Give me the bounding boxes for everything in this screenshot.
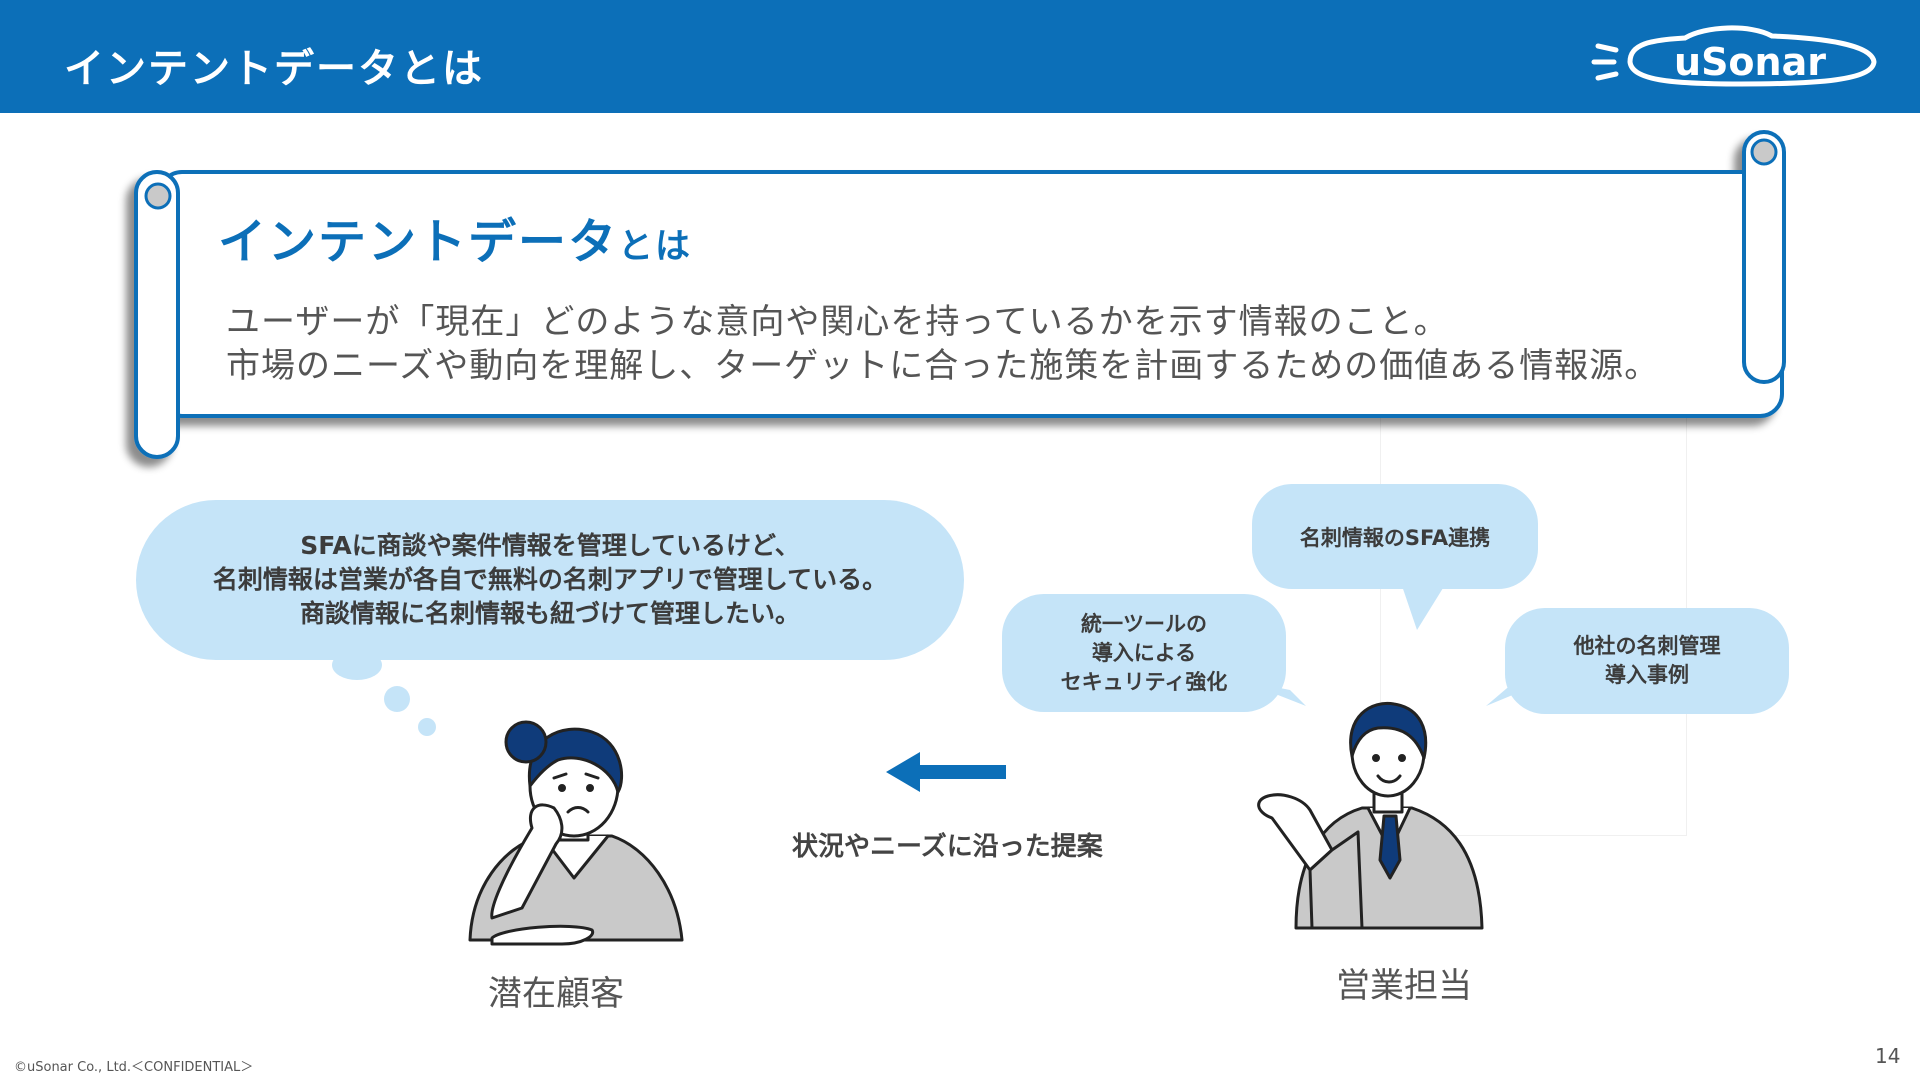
security-line1: 統一ツールの [1081,611,1207,636]
sales-illustration [1257,701,1484,930]
customer-illustration [468,720,684,946]
page-number: 14 [1875,1044,1901,1068]
speech-bubble-case: 他社の名刺管理 導入事例 [1505,608,1789,714]
thought-line3: 商談情報に名刺情報も紐づけて管理したい。 [299,599,800,628]
customer-label: 潜在顧客 [488,974,624,1014]
sales-label: 営業担当 [1336,966,1472,1006]
definition-text-line1: ユーザーが「現在」どのような意向や関心を持っているかを示す情報のこと。 [226,302,1449,342]
thought-dot-small [418,718,436,736]
sfa-line: 名刺情報のSFA連携 [1299,525,1491,550]
security-line2: 導入による [1091,640,1197,665]
case-line2: 導入事例 [1605,663,1689,687]
customer-thought-bubble: SFAに商談や案件情報を管理しているけど、 名刺情報は営業が各自で無料の名刺アプ… [136,500,964,660]
copyright-notice: ©uSonar Co., Ltd.＜CONFIDENTIAL＞ [14,1060,254,1075]
security-line3: セキュリティ強化 [1060,669,1228,694]
thought-dot-medium [384,686,410,712]
definition-text-line2: 市場のニーズや動向を理解し、ターゲットに合った施策を計画するための価値ある情報源… [226,346,1660,386]
left-arrow-icon [886,752,1006,792]
definition-title: インテントデータとは [218,214,693,270]
header-bar: インテントデータとは uSonar [0,0,1920,113]
thought-line1: SFAに商談や案件情報を管理しているけど、 [300,531,800,560]
speech-bubble-sfa: 名刺情報のSFA連携 [1252,484,1538,589]
thought-line2: 名刺情報は営業が各自で無料の名刺アプリで管理している。 [212,565,888,594]
page-title: インテントデータとは [64,46,484,92]
svg-text:uSonar: uSonar [1674,40,1826,84]
speech-bubble-security: 統一ツールの 導入による セキュリティ強化 [1002,594,1286,712]
usonar-logo: uSonar [1591,25,1877,87]
proposal-label: 状況やニーズに沿った提案 [792,832,1103,862]
case-line1: 他社の名刺管理 [1573,634,1721,658]
